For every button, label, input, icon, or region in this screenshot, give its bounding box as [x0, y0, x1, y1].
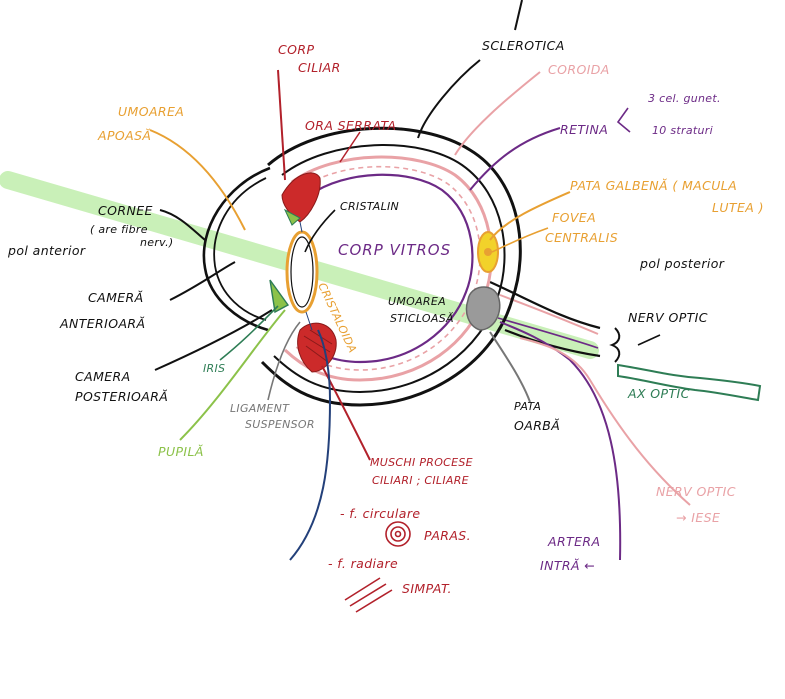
- label-umoarea-apoasa-1: UMOAREA: [118, 104, 184, 119]
- label-coroida: COROIDA: [548, 62, 610, 77]
- retina-layer: [299, 173, 474, 364]
- label-artera-2: INTRĂ ←: [540, 558, 595, 573]
- eyeball: [260, 126, 522, 407]
- label-muschi-2: CILIARI ; CILIARE: [372, 474, 469, 487]
- blind-spot: [465, 286, 501, 331]
- label-ax-optic: AX OPTIC: [627, 386, 690, 401]
- label-corp-vitros: CORP VITROS: [338, 241, 451, 259]
- suspensory-ligament: [299, 221, 313, 331]
- label-nerv-optic-iese-2: → IESE: [676, 510, 720, 525]
- label-pol-anterior: pol anterior: [7, 243, 86, 258]
- label-umoarea-sticloasa-2: STICLOASĂ: [390, 312, 454, 325]
- fovea-centralis: [484, 248, 492, 256]
- label-sclerotica: SCLEROTICA: [482, 38, 565, 53]
- label-nerv-optic-iese-1: NERV OPTIC: [656, 484, 736, 499]
- label-paras: PARAS.: [424, 528, 471, 543]
- label-pata-oarba-1: PATA: [514, 400, 541, 413]
- label-cornee-1: CORNEE: [98, 203, 153, 218]
- label-retina-cells: 3 cel. gunet.: [648, 92, 721, 105]
- label-artera-1: ARTERA: [547, 534, 600, 549]
- label-pol-posterior: pol posterior: [639, 256, 725, 271]
- label-corp-ciliar-2: CILIAR: [298, 60, 341, 75]
- label-iris: IRIS: [203, 362, 225, 375]
- label-fovea-2: CENTRALIS: [545, 230, 618, 245]
- label-camera-posterioara-1: CAMERA: [75, 369, 131, 384]
- circular-fibres-icon: [385, 521, 411, 547]
- label-nerv-optic: NERV OPTIC: [628, 310, 708, 325]
- cornea: [202, 166, 271, 332]
- label-retina: RETINA: [560, 122, 608, 137]
- label-simpat: SIMPAT.: [402, 581, 452, 596]
- label-pupila: PUPILĂ: [158, 444, 204, 459]
- label-f-circulare: - f. circulare: [340, 506, 420, 521]
- label-fovea-1: FOVEA: [552, 210, 596, 225]
- label-retina-layers: 10 straturi: [652, 124, 713, 137]
- label-camera-anterioara-1: CAMERĂ: [88, 290, 144, 305]
- label-ora-serrata: ORA SERRATA: [305, 118, 396, 133]
- ciliary-body-upper: [281, 172, 321, 223]
- ax-optic-band: [617, 363, 762, 402]
- sclera-outline: [260, 126, 522, 407]
- label-f-radiare: - f. radiare: [328, 556, 398, 571]
- label-cornee-3: nerv.): [140, 236, 173, 249]
- label-pata-oarba-2: OARBĂ: [514, 418, 560, 433]
- label-umoarea-sticloasa-1: UMOAREA: [388, 295, 446, 308]
- iris-shape: [269, 279, 290, 314]
- label-umoarea-apoasa-2: APOASĂ: [97, 128, 151, 143]
- label-ligament-2: SUSPENSOR: [245, 418, 315, 431]
- label-pata-galbena-2: LUTEA ): [712, 200, 764, 215]
- label-ligament-1: LIGAMENT: [230, 402, 290, 415]
- label-camera-anterioara-2: ANTERIOARĂ: [59, 316, 145, 331]
- label-corp-ciliar-1: CORP: [278, 42, 314, 57]
- label-cornee-2: ( are fibre: [90, 223, 148, 236]
- radial-fibres-icon: [344, 577, 393, 613]
- label-pata-galbena-1: PATA GALBENĂ ( MACULA: [570, 178, 737, 193]
- label-muschi-1: MUSCHI PROCESE: [370, 456, 473, 469]
- label-cristalin: CRISTALIN: [340, 200, 399, 213]
- label-camera-posterioara-2: POSTERIOARĂ: [75, 389, 168, 404]
